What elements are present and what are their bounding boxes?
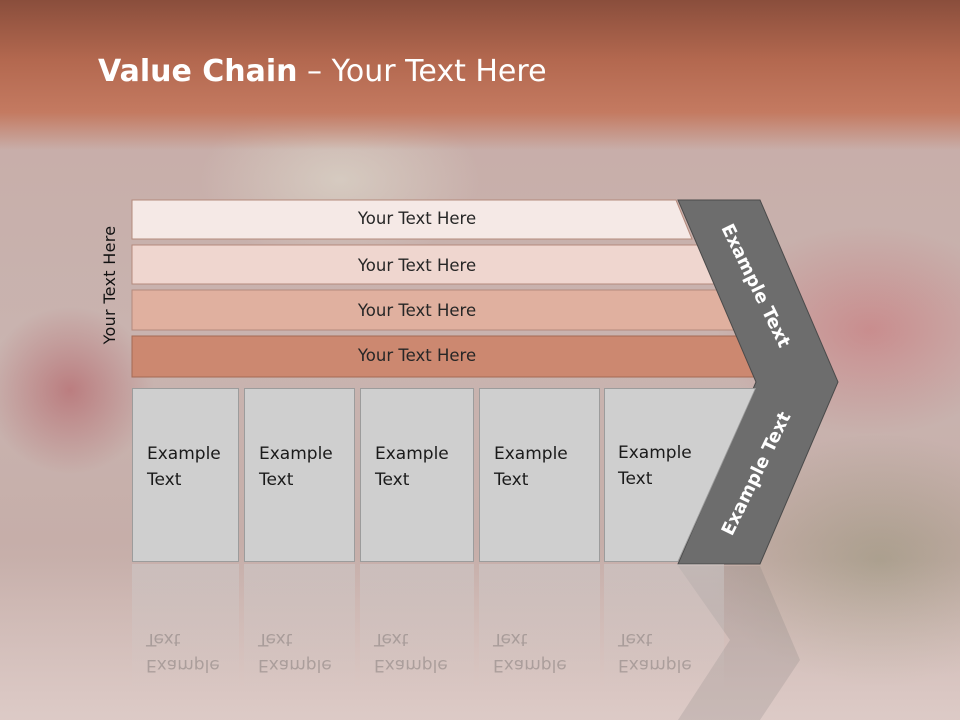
card-4: Example Text — [479, 388, 600, 562]
title-band — [0, 0, 960, 150]
card-5: Example Text — [604, 388, 756, 562]
card-5-reflection: Example Text — [604, 564, 724, 714]
card-1-text: Example Text — [147, 444, 221, 490]
card-3-reflection-text: Example Text — [374, 629, 448, 675]
slide-title: Value Chain – Your Text Here — [98, 54, 547, 89]
bar-3-label: Your Text Here — [357, 301, 477, 320]
background-fade — [0, 560, 960, 720]
card-2-reflection-text: Example Text — [258, 629, 332, 675]
card-2-text: Example Text — [259, 444, 333, 490]
bar-4-label: Your Text Here — [357, 346, 477, 365]
bar-1-shape — [131, 199, 693, 240]
bar-2-label: Your Text Here — [357, 256, 477, 275]
card-4-reflection-text: Example Text — [493, 629, 567, 675]
card-1-reflection-text: Example Text — [146, 629, 220, 675]
card-4-reflection: Example Text — [479, 564, 600, 714]
card-4-text: Example Text — [494, 444, 568, 490]
bar-1-label: Your Text Here — [357, 209, 477, 228]
chevron-reflection — [678, 566, 800, 720]
card-3-reflection: Example Text — [360, 564, 474, 714]
card-5-reflection-text: Example Text — [618, 629, 692, 675]
card-5-shape — [604, 388, 756, 562]
card-3: Example Text — [360, 388, 474, 562]
card-2-reflection: Example Text — [244, 564, 355, 714]
title-bold: Value Chain — [98, 54, 298, 89]
card-5-text: Example Text — [618, 443, 692, 489]
title-rest: – Your Text Here — [297, 54, 547, 89]
card-3-text: Example Text — [375, 444, 449, 490]
card-2: Example Text — [244, 388, 355, 562]
chevron-arrow — [677, 199, 839, 565]
card-1: Example Text — [132, 388, 239, 562]
card-1-reflection: Example Text — [132, 564, 239, 714]
